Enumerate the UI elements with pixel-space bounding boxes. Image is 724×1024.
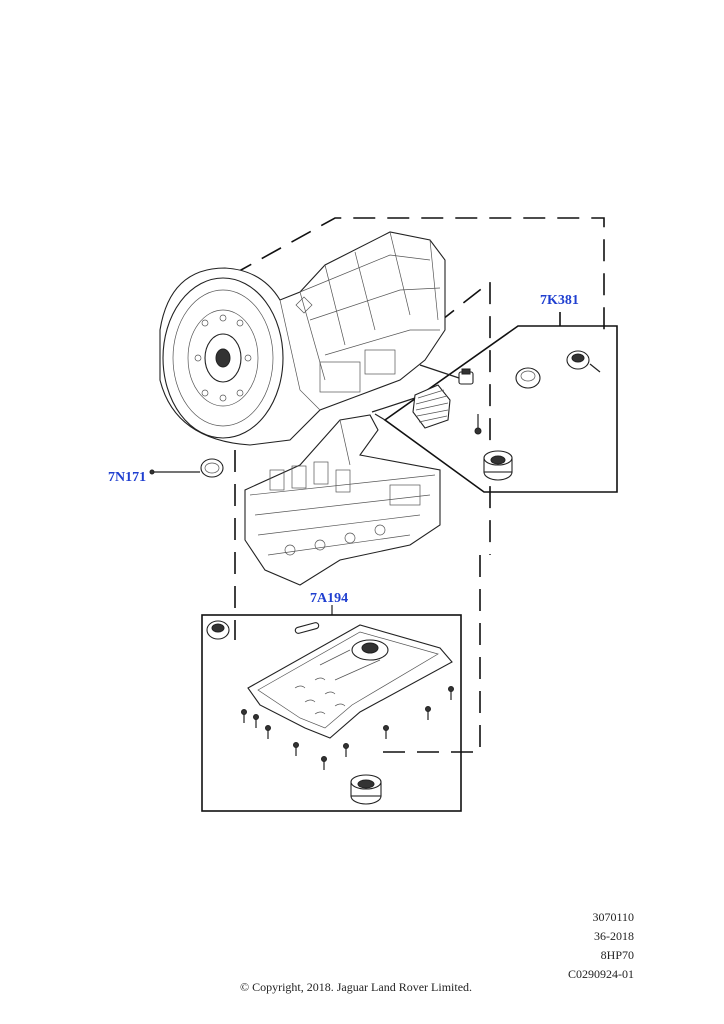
sleeve [515, 367, 541, 389]
transmission-model: 8HP70 [600, 948, 634, 962]
pan-bolts [241, 686, 454, 770]
seal-7N171 [149, 458, 224, 478]
valve-body [244, 414, 441, 586]
oil-pan-group-7A194 [201, 605, 462, 812]
ref-number: 3070110 [592, 910, 634, 924]
reference-block: 3070110 36-2018 8HP70 C0290924-01 [568, 908, 634, 984]
filter-element [371, 384, 451, 429]
drain-plug [206, 620, 230, 640]
pan-connector-sleeve [350, 774, 382, 805]
copyright-notice: © Copyright, 2018. Jaguar Land Rover Lim… [239, 980, 473, 994]
group-code: 36-2018 [594, 929, 634, 943]
transmission-assembly [159, 231, 446, 446]
illustration-id: C0290924-01 [568, 967, 634, 981]
connector [483, 450, 513, 481]
pan-gasket-strip [294, 622, 320, 634]
callout-7A194: 7A194 [310, 591, 348, 606]
grommet [566, 350, 601, 373]
callout-7K381: 7K381 [540, 293, 579, 308]
callout-7N171: 7N171 [108, 470, 146, 485]
plug [419, 364, 474, 385]
bolt [474, 414, 482, 435]
filter-group-7K381 [371, 312, 618, 493]
oil-pan [247, 624, 453, 739]
